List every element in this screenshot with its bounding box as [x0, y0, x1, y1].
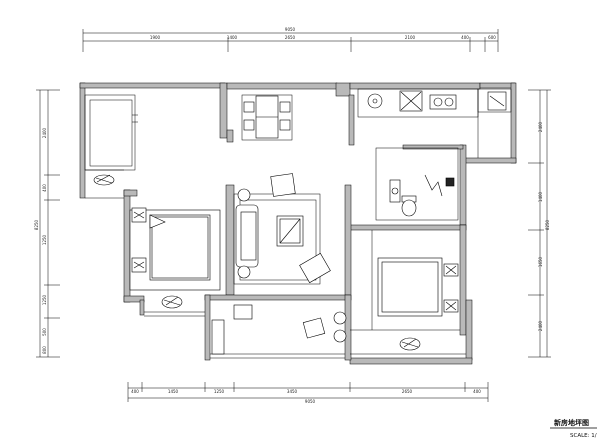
bottom-dim-1: 400: [131, 389, 139, 394]
wardrobe-icon: [89, 99, 138, 167]
balcony-cabinet-icon: [211, 304, 253, 355]
left-dim-1: 2400: [42, 127, 47, 138]
bottom-dimension-chain: [127, 382, 489, 402]
bottom-dim-2: 1450: [168, 389, 179, 394]
top-dim-1: 1900: [150, 35, 161, 40]
left-dimension-chain: [36, 89, 60, 358]
walls: [79, 82, 517, 365]
basin-icon: [389, 179, 401, 203]
bedroom-chair-icon: [161, 295, 183, 309]
right-dim-1: 2400: [538, 121, 543, 132]
bottom-dim-3: 1250: [214, 389, 225, 394]
left-dim-5: 500: [42, 328, 47, 336]
right-dim-2: 1400: [538, 191, 543, 202]
dining-table-icon: [243, 95, 291, 139]
left-dim-3: 1250: [42, 234, 47, 245]
coffee-table-icon: [276, 215, 304, 247]
top-overall-dimension: 9050: [285, 27, 296, 32]
top-dim-4: 2100: [405, 35, 416, 40]
bottom-dim-6: 400: [473, 389, 481, 394]
bed2-chair-icon: [399, 337, 421, 351]
balcony-chair-icon: [93, 174, 115, 186]
left-overall-dimension: 8250: [34, 219, 39, 230]
cooktop-icon: [429, 94, 457, 110]
top-dimension-chain: [82, 29, 499, 52]
sofa-icon: [235, 188, 259, 279]
balcony-table-icon: [302, 311, 347, 343]
top-dim-2: 1400: [227, 35, 238, 40]
toilet-icon: [401, 195, 417, 217]
second-bed-icon: [377, 257, 459, 317]
drawing-scale: SCALE: 1/: [570, 433, 597, 439]
drawing-title: 新房地坪图: [554, 418, 589, 427]
bottom-dim-4: 3450: [287, 389, 298, 394]
bottom-overall-dimension: 9050: [305, 399, 316, 404]
right-dim-4: 2400: [538, 320, 543, 331]
top-dim-6: 600: [488, 35, 496, 40]
armchair-icon: [270, 173, 331, 284]
left-dim-2: 400: [42, 184, 47, 192]
right-dimension-chain: [528, 89, 551, 358]
right-dim-3: 1650: [538, 256, 543, 267]
master-bed-icon: [129, 207, 221, 291]
left-dim-4: 1250: [42, 294, 47, 305]
top-dim-5: 400: [461, 35, 469, 40]
fridge-icon: [487, 91, 507, 111]
top-dim-3: 2650: [285, 35, 296, 40]
shower-icon: [424, 174, 455, 197]
right-overall-dimension: 8250: [545, 219, 550, 230]
left-dim-6: 800: [42, 346, 47, 354]
stove-icon: [399, 90, 423, 112]
sink-icon: [367, 93, 383, 109]
bottom-dim-5: 2650: [402, 389, 413, 394]
